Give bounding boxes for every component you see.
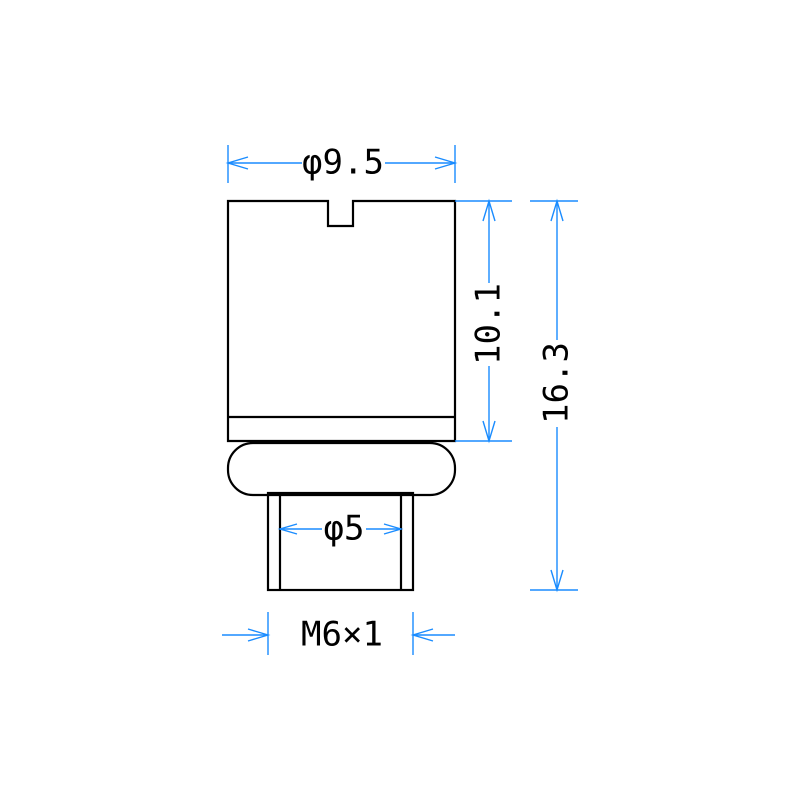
arrow-up: [550, 198, 564, 222]
arrow-down: [550, 569, 564, 593]
overall-length-dimension: 16.3: [530, 198, 578, 593]
arrow-left: [277, 523, 298, 535]
arrow-right: [434, 156, 458, 170]
head-height-dimension: 10.1: [455, 198, 512, 444]
arrow-left: [225, 156, 249, 170]
overall-length-label: 16.3: [537, 342, 577, 424]
arrow-right: [383, 523, 404, 535]
head-height-label: 10.1: [469, 283, 509, 365]
thread-dimension: M6×1: [222, 612, 455, 655]
arrow-up: [482, 198, 496, 222]
head-body: [226, 199, 457, 443]
part-outline: [226, 199, 457, 592]
shank-diameter-label: φ5: [324, 509, 365, 549]
shank-diameter-dimension: φ5: [277, 509, 404, 549]
collar: [226, 441, 457, 497]
arrow-down: [482, 420, 496, 444]
arrow-right: [247, 628, 271, 642]
head-diameter-dimension: φ9.5: [225, 143, 458, 183]
threaded-shank: [266, 491, 415, 592]
arrow-left: [410, 628, 434, 642]
head-diameter-label: φ9.5: [302, 143, 384, 183]
thread-label: M6×1: [301, 615, 383, 655]
